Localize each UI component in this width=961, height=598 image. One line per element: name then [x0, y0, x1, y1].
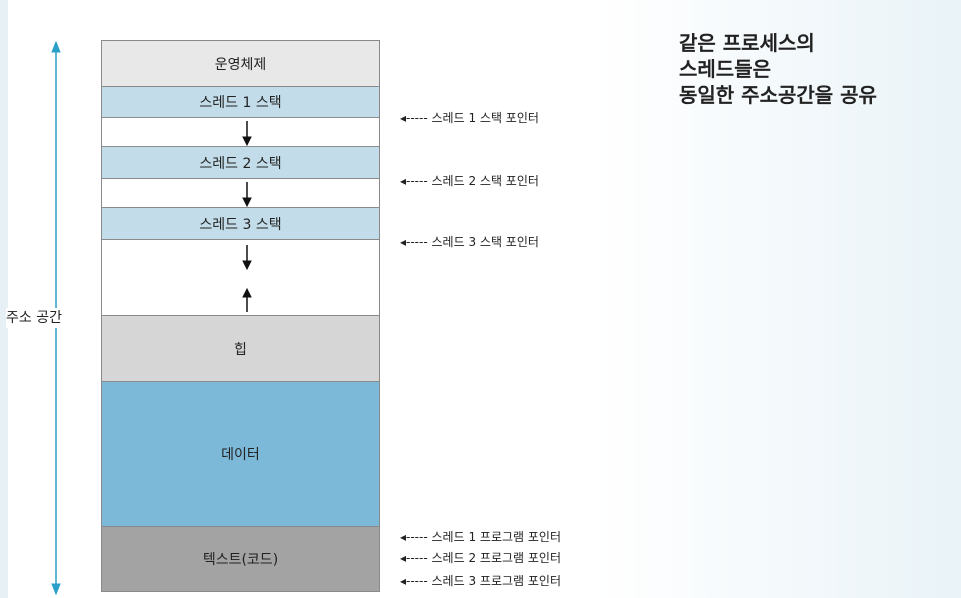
thread2-stack-pointer-label: 스레드 2 스택 포인터 — [431, 174, 539, 188]
heap-segment-label: 힙 — [234, 341, 247, 358]
thread1-stack-pointer: ◂----- 스레드 1 스택 포인터 — [400, 111, 539, 125]
left-edge-strip — [0, 0, 8, 598]
caption-line-2: 스레드들은 — [679, 57, 771, 81]
thread1-stack-pointer-label: 스레드 1 스택 포인터 — [431, 111, 539, 125]
heap-growth-arrow — [242, 287, 252, 298]
thread2-stack-pointer: ◂----- 스레드 2 스택 포인터 — [400, 174, 539, 188]
free-space-segment — [101, 239, 380, 316]
thread3-stack-pointer: ◂----- 스레드 3 스택 포인터 — [400, 235, 539, 249]
axis-down-arrowhead — [51, 583, 61, 596]
os-segment-label: 운영체제 — [214, 56, 267, 73]
caption-line-1: 같은 프로세스의 — [679, 31, 815, 55]
pointer-arrow: ◂----- — [400, 111, 428, 125]
thread2-program-pointer-label: 스레드 2 프로그램 포인터 — [431, 551, 561, 565]
thread1-program-pointer: ◂----- 스레드 1 프로그램 포인터 — [400, 530, 561, 544]
pointer-arrow: ◂----- — [400, 574, 428, 588]
thread2-stack-segment: 스레드 2 스택 — [101, 146, 380, 179]
os-segment: 운영체제 — [101, 40, 380, 87]
thread3-stack-segment: 스레드 3 스택 — [101, 207, 380, 240]
thread1-stack-label: 스레드 1 스택 — [199, 95, 282, 111]
thread3-stack-pointer-label: 스레드 3 스택 포인터 — [431, 235, 539, 249]
pointer-arrow: ◂----- — [400, 174, 428, 188]
thread1-program-pointer-label: 스레드 1 프로그램 포인터 — [431, 530, 561, 544]
caption-line-3: 동일한 주소공간을 공유 — [679, 83, 877, 107]
stack-growth-arrows — [242, 121, 252, 312]
address-space-label: 주소 공간 — [6, 308, 86, 328]
axis-up-arrowhead — [51, 40, 61, 53]
stack3-growth-arrow — [242, 260, 252, 271]
stack1-growth-arrow — [242, 136, 252, 147]
data-segment-label: 데이터 — [221, 447, 260, 463]
stack2-growth-arrow — [242, 197, 252, 208]
pointer-arrow: ◂----- — [400, 235, 428, 249]
data-segment: 데이터 — [101, 381, 380, 527]
thread2-program-pointer: ◂----- 스레드 2 프로그램 포인터 — [400, 551, 561, 565]
pointer-arrow: ◂----- — [400, 530, 428, 544]
pointer-arrow: ◂----- — [400, 551, 428, 565]
thread1-stack-segment: 스레드 1 스택 — [101, 86, 380, 118]
thread3-program-pointer: ◂----- 스레드 3 프로그램 포인터 — [400, 574, 561, 588]
text-code-segment: 텍스트(코드) — [101, 526, 380, 592]
thread3-program-pointer-label: 스레드 3 프로그램 포인터 — [431, 574, 561, 588]
thread3-stack-label: 스레드 3 스택 — [199, 216, 282, 233]
thread2-stack-label: 스레드 2 스택 — [199, 155, 282, 172]
heap-segment: 힙 — [101, 315, 380, 382]
text-code-segment-label: 텍스트(코드) — [202, 552, 279, 568]
caption: 같은 프로세스의 스레드들은 동일한 주소공간을 공유 — [679, 30, 877, 108]
thread1-stack-gap — [101, 117, 380, 147]
